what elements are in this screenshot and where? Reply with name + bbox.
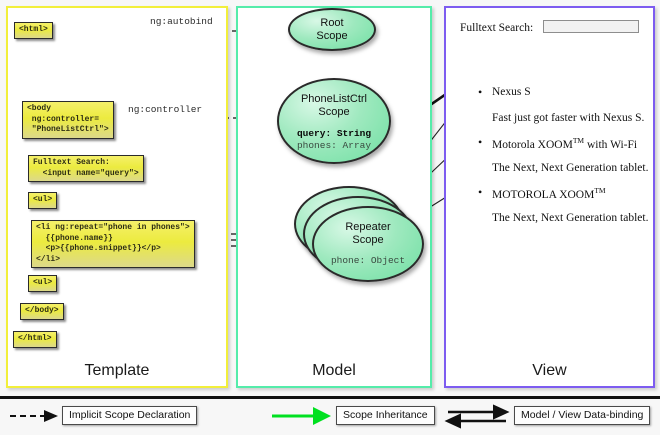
phone-snippet: The Next, Next Generation tablet. [492,212,649,224]
scope-root: Root Scope [288,8,376,51]
scope-repeater-prop-phone: phone: Object [330,255,406,267]
template-column-label: Template [84,362,150,379]
list-item: Nexus S [478,85,531,100]
fulltext-search-label: Fulltext Search: [460,22,534,34]
legend-divider [0,396,660,399]
code-box-ul-open: <ul> [28,192,58,209]
phone-name: MOTOROLA XOOM [492,188,595,201]
scope-phonelistctrl-prop-phones: phones: Array [296,140,372,152]
scope-phonelistctrl-title-2: Scope [318,105,350,118]
scope-phonelistctrl: PhoneListCtrl Scope query: String phones… [277,78,391,164]
legend-item-scope-inheritance: Scope Inheritance [336,406,435,425]
scope-root-title-2: Scope [316,29,348,42]
phone-name: Motorola XOOM [492,138,573,151]
view-column-label: View [532,362,567,379]
scope-phonelistctrl-title-1: PhoneListCtrl [300,93,368,105]
model-column-label: Model [312,362,356,379]
scope-repeater: Repeater Scope phone: Object [312,206,424,282]
scope-repeater-title-2: Scope [352,233,384,246]
fulltext-search-input[interactable] [543,20,639,33]
list-item: Motorola XOOMTM with Wi-Fi [478,135,638,151]
code-box-li-repeat: <li ng:repeat="phone in phones"> {{phone… [31,220,195,269]
legend-arrow-databinding [444,404,510,429]
scope-root-title-1: Root [320,17,344,29]
code-box-ul-close: <ul> [28,275,58,292]
code-box-html-close: </html> [13,331,57,348]
phone-snippet: Fast just got faster with Nexus S. [492,112,645,124]
label-ng-autobind: ng:autobind [150,16,213,27]
trademark-icon: TM [594,186,606,195]
scope-phonelistctrl-prop-query: query: String [296,128,372,140]
code-box-fulltext-search: Fulltext Search: <input name="query"> [28,155,144,183]
trademark-icon: TM [572,136,585,145]
code-box-body-close: </body> [20,303,64,320]
scope-repeater-title-1: Repeater [345,221,391,233]
template-column: Template [6,6,228,388]
view-column: View Fulltext Search: Nexus S Fast just … [444,6,655,388]
legend-item-implicit-scope-declaration: Implicit Scope Declaration [62,406,198,425]
code-box-body-open: <body ng:controller= "PhoneListCtrl"> [22,101,114,139]
code-box-html-open: <html> [14,22,53,39]
phone-snippet: The Next, Next Generation tablet. [492,162,649,174]
phone-name-suffix: with Wi-Fi [584,138,638,151]
legend-item-model-view-data-binding: Model / View Data-binding [514,406,651,425]
phone-name: Nexus S [492,86,531,98]
list-item: MOTOROLA XOOMTM [478,185,606,201]
label-ng-controller: ng:controller [128,104,203,115]
